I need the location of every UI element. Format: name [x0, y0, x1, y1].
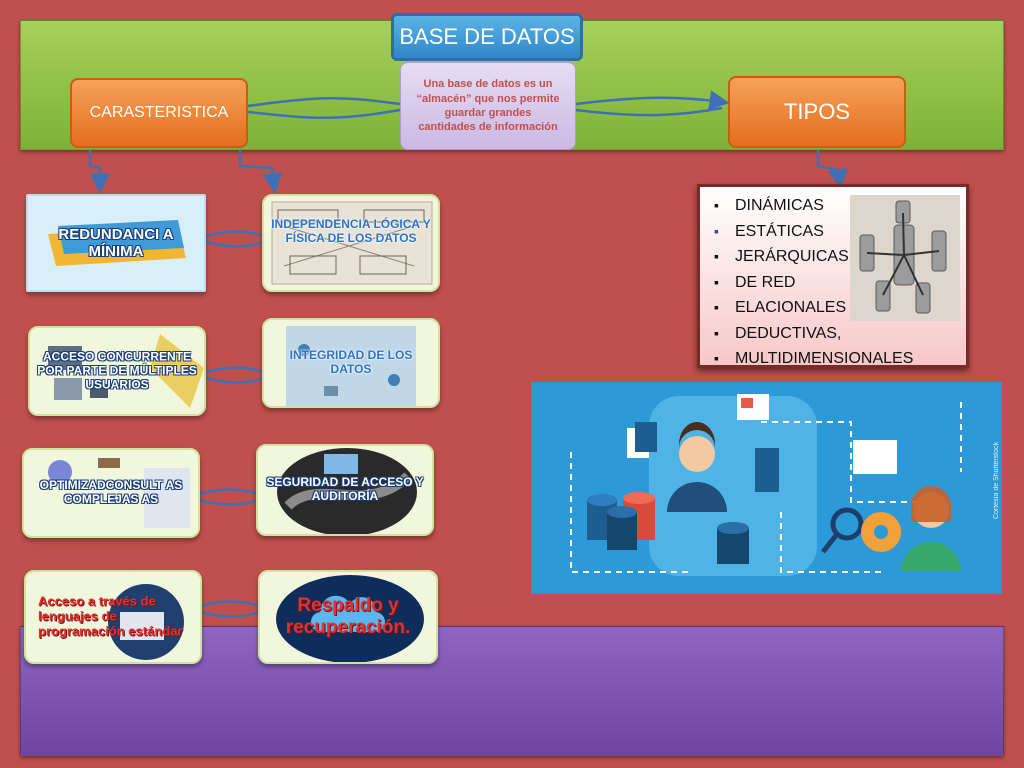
cloud-backup-icon: [276, 575, 424, 662]
page-title: BASE DE DATOS: [391, 13, 583, 61]
card-label: Respaldo y recuperación.: [285, 595, 411, 638]
card-respaldo: Respaldo y recuperación.: [258, 570, 438, 664]
type-item: ELACIONALES: [714, 295, 966, 321]
definition-text: Una base de datos es un “almacén” que no…: [416, 78, 560, 134]
type-item: JERÁRQUICAS: [714, 244, 966, 270]
card-integridad: INTEGRIDAD DE LOS DATOS: [262, 318, 440, 408]
card-label: OPTIMIZADCONSULT AS COMPLEJAS AS: [39, 478, 183, 506]
database-illustration: Cortesía de Shutterstock: [531, 382, 1002, 594]
type-item: DINÁMICAS: [714, 193, 966, 219]
type-item: ESTÁTICAS: [714, 219, 966, 245]
card-label: REDUNDANCI A MÍNIMA: [58, 225, 174, 260]
chain-lock-icon: [277, 448, 417, 534]
card-label: ACCESO CONCURRENTE POR PARTE DE MÚLTIPLE…: [37, 349, 197, 391]
types-list-box: DINÁMICAS ESTÁTICAS JERÁRQUICAS DE RED E…: [697, 184, 969, 368]
card-optimizacion: OPTIMIZADCONSULT AS COMPLEJAS AS: [22, 448, 200, 538]
card-seguridad: SEGURIDAD DE ACCESO Y AUDITORÍA: [256, 444, 434, 536]
arrow-to-types: [816, 150, 848, 190]
card-label: INTEGRIDAD DE LOS DATOS: [289, 348, 413, 376]
card-lenguajes: Acceso a través de lenguajes de programa…: [24, 570, 202, 664]
type-item: DEDUCTIVAS,: [714, 321, 966, 347]
card-acceso-concurrente: ACCESO CONCURRENTE POR PARTE DE MÚLTIPLE…: [28, 326, 206, 416]
image-credit: Cortesía de Shutterstock: [993, 442, 1000, 520]
optimization-icon: [48, 458, 190, 528]
card-label: SEGURIDAD DE ACCESO Y AUDITORÍA: [266, 475, 424, 503]
type-item: MULTIDIMENSIONALES: [714, 346, 966, 372]
database-servers-icon: [850, 195, 960, 321]
arrow-to-independencia: [238, 150, 283, 194]
integrity-graphic: [286, 326, 416, 406]
types-list: DINÁMICAS ESTÁTICAS JERÁRQUICAS DE RED E…: [700, 187, 966, 372]
card-label: INDEPENDENCIA LÓGICA Y FÍSICA DE LOS DAT…: [271, 216, 431, 245]
code-languages-icon: [108, 584, 184, 660]
characteristics-node: CARASTERISTICA: [70, 78, 248, 148]
card-redundancia: REDUNDANCI A MÍNIMA: [26, 194, 206, 292]
characteristics-label: CARASTERISTICA: [89, 104, 229, 121]
diagram-graphic: [271, 201, 433, 285]
card-label: Acceso a través de lenguajes de programa…: [38, 593, 183, 639]
definition-box: Una base de datos es un “almacén” que no…: [400, 62, 576, 150]
card-independencia: INDEPENDENCIA LÓGICA Y FÍSICA DE LOS DAT…: [262, 194, 440, 292]
computers-icon: [48, 334, 204, 408]
type-item: DE RED: [714, 270, 966, 296]
arrow-to-redundancia: [88, 150, 110, 194]
people-network-icon: [570, 394, 962, 576]
types-node: TIPOS: [728, 76, 906, 148]
banner-graphic: [48, 220, 186, 266]
types-label: TIPOS: [783, 99, 850, 124]
